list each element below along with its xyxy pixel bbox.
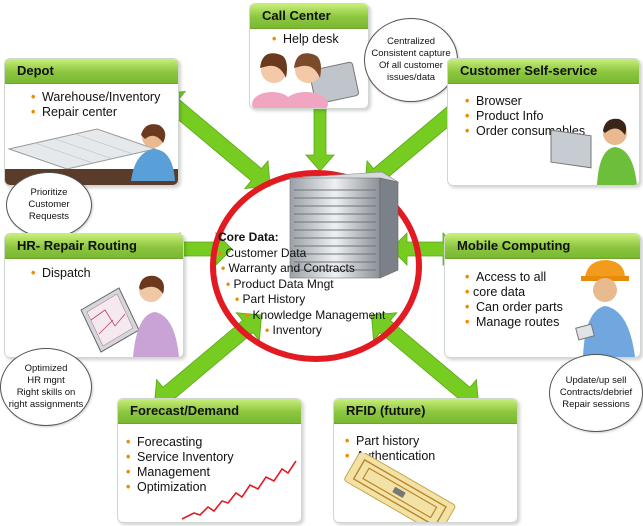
rfid-tag-icon [344,453,456,522]
self-service-user-icon [550,118,637,185]
core-item: Part History [235,292,385,308]
list-item: Part history [345,434,435,449]
core-ring [210,170,422,362]
core-item: Knowledge Management [245,308,386,324]
forecast-list: Forecasting Service Inventory Management… [126,435,234,495]
list-item: Management [126,465,234,480]
hr-title: HR- Repair Routing [17,238,137,253]
list-item: Forecasting [126,435,234,450]
call-center-box: Call Center Help desk [249,3,369,109]
self-service-list: Browser Product Info Order consumables [465,94,585,139]
forecast-header: Forecast/Demand [118,399,301,424]
forecast-trend-icon [181,460,297,520]
list-item: Repair center [31,105,160,120]
core-item: Warranty and Contracts [221,261,385,277]
call-center-title: Call Center [262,8,331,23]
list-item: Optimization [126,480,234,495]
hr-note: Optimized HR mgnt Right skills on right … [0,348,92,426]
rfid-box: RFID (future) Part history Authenticatio… [333,398,518,523]
hr-box: HR- Repair Routing Dispatch [4,233,184,358]
mobile-technician-icon [575,260,635,357]
self-service-title: Customer Self-service [460,63,598,78]
hr-dispatcher-icon [80,275,179,357]
list-item: Product Info [465,109,585,124]
core-data: Core Data: Customer Data Warranty and Co… [218,230,385,339]
list-item: Service Inventory [126,450,234,465]
mobile-header: Mobile Computing [445,234,640,259]
rfid-title: RFID (future) [346,403,426,418]
core-data-title: Core Data: [218,230,279,244]
hr-list: Dispatch [31,266,91,281]
self-service-header: Customer Self-service [448,59,639,84]
call-center-list: Help desk [272,32,339,47]
forecast-title: Forecast/Demand [130,403,240,418]
depot-title: Depot [17,63,54,78]
core-item: Inventory [265,323,385,339]
call-center-header: Call Center [250,4,368,29]
list-item: Access to all [465,270,563,285]
list-item: Can order parts [465,300,563,315]
call-center-note: Centralized Consistent capture Of all cu… [364,18,458,102]
list-item: Manage routes [465,315,563,330]
call-center-agents-icon [252,53,359,108]
rfid-header: RFID (future) [334,399,517,424]
list-item: Browser [465,94,585,109]
mobile-title: Mobile Computing [457,238,571,253]
depot-header: Depot [5,59,178,84]
list-item: Dispatch [31,266,91,281]
core-item: Customer Data [218,246,385,262]
forecast-box: Forecast/Demand Forecasting Service Inve… [117,398,302,523]
depot-list: Warehouse/Inventory Repair center [31,90,160,120]
list-item: Warehouse/Inventory [31,90,160,105]
core-item: Product Data Mngt [226,277,385,293]
self-service-box: Customer Self-service Browser Product In… [447,58,640,186]
hr-header: HR- Repair Routing [5,234,183,259]
list-item: Help desk [272,32,339,47]
mobile-list: Access to all core data Can order parts … [465,270,563,330]
mobile-box: Mobile Computing Access to all core data… [444,233,641,358]
list-item: core data [465,285,563,300]
depot-box: Depot Warehouse/Inventory Repair center [4,58,179,186]
mobile-note: Update/up sell Contracts/debrief Repair … [549,354,643,432]
depot-note: Prioritize Customer Requests [6,172,92,238]
